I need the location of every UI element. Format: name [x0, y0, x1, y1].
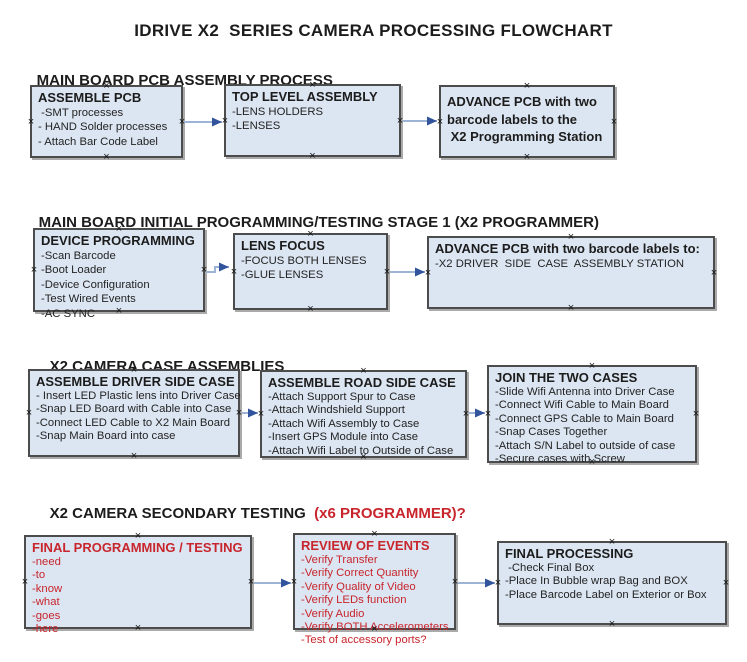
box-item: -FOCUS BOTH LENSES [241, 255, 367, 267]
section-header-red-suffix: (x6 PROGRAMMER)? [314, 505, 466, 522]
box-item: -Snap Main Board into case [36, 430, 176, 443]
box-item: -here [32, 623, 59, 636]
box-item: -LENS HOLDERS [232, 106, 324, 118]
box-item: -need [32, 556, 61, 568]
box-item-list: -SMT processes - HAND Solder processes- A… [38, 106, 177, 149]
box-item: -AC SYNC [41, 307, 95, 320]
box-item: -Place Barcode Label on Exterior or Box [505, 588, 707, 601]
box-item-list: -FOCUS BOTH LENSES -GLUE LENSES [241, 254, 382, 283]
box-join-the-two-cases: JOIN THE TWO CASES -Slide Wifi Antenna i… [485, 361, 699, 468]
section-header-secondary-testing: X2 CAMERA SECONDARY TESTING (x6 PROGRAMM… [33, 488, 466, 539]
box-item: -LENSES [232, 120, 281, 133]
box-item-list: -Verify Transfer-Verify Correct Quantity… [301, 554, 450, 648]
box-item: -Verify BOTH Accelerometers [301, 621, 449, 634]
box-item: -Attach Windshield Support [268, 404, 405, 417]
box-item: -Insert GPS Module into Case [268, 431, 419, 444]
box-item: -Check Final Box [505, 562, 595, 574]
box-title: ASSEMBLE DRIVER SIDE CASE [36, 374, 235, 389]
box-title: FINAL PROGRAMMING / TESTING [32, 540, 243, 555]
box-item-list: -Attach Support Spur to Case-Attach Wind… [268, 391, 461, 458]
box-title: TOP LEVEL ASSEMBLY [232, 89, 378, 104]
box-assemble-pcb: ASSEMBLE PCB -SMT processes - HAND Solder… [28, 81, 185, 163]
box-assemble-road-side-case: ASSEMBLE ROAD SIDE CASE -Attach Support … [258, 366, 469, 463]
box-item: -to [32, 569, 46, 582]
box-item: -GLUE LENSES [241, 269, 324, 282]
box-top-level-assembly: TOP LEVEL ASSEMBLY -LENS HOLDERS-LENSES … [222, 80, 403, 162]
box-item: -goes [32, 609, 61, 622]
box-item: -Test of accessory ports? [301, 634, 427, 647]
box-item: -Verify Audio [301, 607, 365, 620]
box-item: -Verify Transfer [301, 554, 378, 566]
box-lens-focus: LENS FOCUS -FOCUS BOTH LENSES -GLUE LENSE… [231, 229, 390, 315]
box-item: -Test Wired Events [41, 293, 136, 306]
box-item: -Verify Correct Quantity [301, 567, 419, 580]
box-assemble-driver-side-case: ASSEMBLE DRIVER SIDE CASE - Insert LED P… [26, 365, 242, 462]
box-item: -Slide Wifi Antenna into Driver Case [495, 386, 675, 398]
box-item: -know [32, 582, 63, 595]
box-item: -Scan Barcode [41, 250, 116, 262]
box-item-list: -LENS HOLDERS -LENSES [232, 105, 395, 134]
page-title: IDRIVE X2 SERIES CAMERA PROCESSING FLOWC… [134, 21, 613, 40]
box-item: -Attach Support Spur to Case [268, 391, 416, 403]
box-item: -Attach S/N Label to outside of case [495, 439, 676, 452]
box-title: FINAL PROCESSING [505, 546, 634, 561]
box-item: - HAND Solder processes [38, 121, 168, 134]
box-item: -Connect GPS Cable to Main Board [495, 412, 674, 425]
box-item-list: -Slide Wifi Antenna into Driver Case-Con… [495, 386, 691, 466]
box-item: -Place In Bubble wrap Bag and BOX [505, 575, 688, 588]
box-item-list: -X2 DRIVER SIDE CASE ASSEMBLY STATION [435, 257, 709, 271]
box-title: ADVANCE PCB with two barcode labels to: [435, 241, 700, 256]
box-title: ASSEMBLE ROAD SIDE CASE [268, 375, 456, 390]
box-item: X2 Programming Station [447, 129, 603, 144]
box-item: -Connect Wifi Cable to Main Board [495, 399, 669, 412]
box-item: -Attach Wifi Assembly to Case [268, 417, 420, 430]
box-title: JOIN THE TWO CASES [495, 370, 638, 385]
box-item: -Device Configuration [41, 278, 150, 291]
box-item: ADVANCE PCB with two [447, 94, 597, 109]
box-title: LENS FOCUS [241, 238, 325, 253]
box-item: -Verify Quality of Video [301, 580, 416, 593]
box-item: -Attach Wifi Label to Outside of Case [268, 444, 454, 457]
box-title: ASSEMBLE PCB [38, 90, 142, 105]
box-item: -what [32, 596, 60, 609]
box-item-list: - Insert LED Plastic lens into Driver Ca… [36, 390, 241, 444]
box-review-of-events: REVIEW OF EVENTS -Verify Transfer-Verify… [291, 529, 458, 647]
flow-arrow [206, 262, 229, 273]
box-advance-pcb-programming-station: ADVANCE PCB with two barcode labels to th… [437, 81, 617, 163]
box-advance-pcb-case-assembly: ADVANCE PCB with two barcode labels to: … [425, 232, 717, 314]
box-title: REVIEW OF EVENTS [301, 538, 430, 553]
box-item: -Boot Loader [41, 264, 107, 277]
box-item: barcode labels to the [447, 111, 578, 127]
box-item: -Connect LED Cable to X2 Main Board [36, 416, 231, 429]
box-final-programming-testing: FINAL PROGRAMMING / TESTING -need-to-kno… [22, 531, 254, 636]
section-header-initial-programming: MAIN BOARD INITIAL PROGRAMMING/TESTING S… [22, 197, 599, 248]
section-header-text: X2 CAMERA SECONDARY TESTING [49, 505, 315, 522]
box-item: - Attach Bar Code Label [38, 135, 158, 148]
box-item-list: -Check Final Box-Place In Bubble wrap Ba… [505, 562, 721, 602]
box-item: -Snap Cases Together [495, 426, 608, 439]
box-item: -Secure cases with Screw [495, 453, 625, 466]
box-item: -X2 DRIVER SIDE CASE ASSEMBLY STATION [435, 258, 685, 270]
box-item: -Snap LED Board with Cable into Case [36, 403, 232, 416]
box-item: -Verify LEDs function [301, 594, 407, 607]
section-header-text: MAIN BOARD INITIAL PROGRAMMING/TESTING S… [38, 214, 599, 231]
box-title: DEVICE PROGRAMMING [41, 233, 195, 248]
box-final-processing: FINAL PROCESSING -Check Final Box-Place … [495, 537, 729, 630]
box-item-list: ADVANCE PCB with two barcode labels to th… [447, 93, 609, 146]
box-item-list: -need-to-know-what-goes-here [32, 556, 246, 636]
box-item-list: -Scan Barcode -Boot Loader-Device Configu… [41, 249, 199, 321]
box-item: -SMT processes [38, 107, 124, 119]
